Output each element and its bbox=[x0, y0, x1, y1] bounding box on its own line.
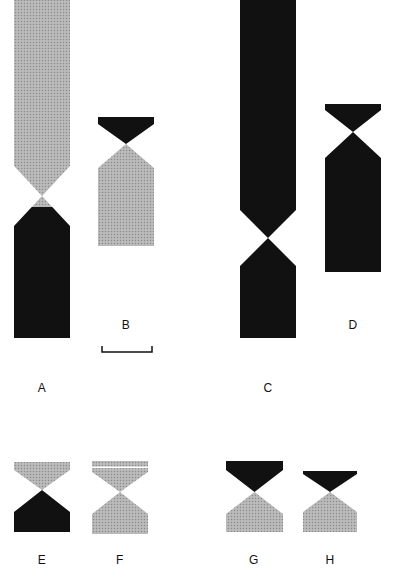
panel-letter: C bbox=[253, 381, 283, 395]
grey-segment bbox=[94, 144, 158, 246]
chromosome-a bbox=[10, 0, 74, 338]
black-segment bbox=[222, 461, 287, 492]
panel-letter: G bbox=[239, 553, 269, 567]
grey-segment bbox=[10, 462, 74, 490]
chromosome-b bbox=[94, 117, 158, 246]
grey-segment bbox=[299, 492, 361, 532]
panel-letter: D bbox=[338, 318, 368, 332]
panel-letter: A bbox=[27, 381, 57, 395]
chromosome-d bbox=[321, 104, 385, 272]
chromosome-f bbox=[88, 461, 152, 534]
band-gap bbox=[88, 467, 152, 469]
grey-segment bbox=[88, 461, 152, 534]
black-segment bbox=[236, 0, 300, 338]
panel-letter: F bbox=[105, 553, 135, 567]
chromosome-e bbox=[10, 462, 74, 532]
grey-segment bbox=[10, 0, 74, 207]
chromosome-c bbox=[236, 0, 300, 338]
black-segment bbox=[10, 490, 74, 532]
chromosome-g bbox=[222, 461, 287, 532]
black-segment bbox=[299, 471, 361, 492]
scale-bar bbox=[102, 346, 152, 352]
chromosome-h bbox=[299, 471, 361, 532]
black-segment bbox=[94, 117, 158, 144]
grey-segment bbox=[222, 492, 287, 532]
black-segment bbox=[321, 104, 385, 272]
panel-letter: B bbox=[111, 318, 141, 332]
panel-letter: H bbox=[315, 553, 345, 567]
black-segment bbox=[10, 207, 74, 338]
panel-letter: E bbox=[27, 553, 57, 567]
